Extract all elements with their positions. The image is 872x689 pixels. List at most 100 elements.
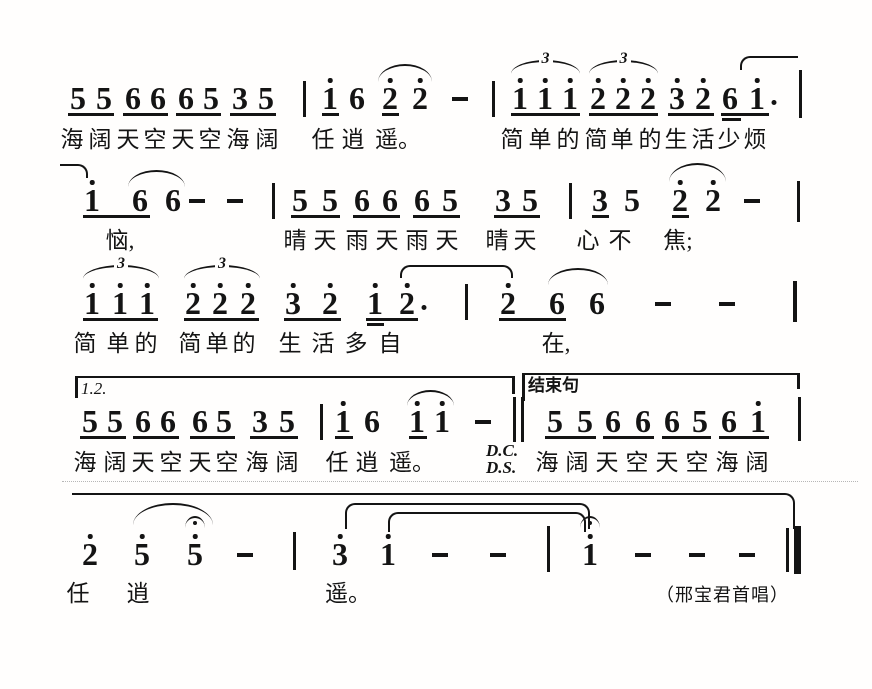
triplet-bracket: 3 <box>83 256 159 279</box>
lyric: 阔 <box>745 450 769 475</box>
octave-dot <box>89 180 95 185</box>
note-digit: 5 <box>203 80 219 116</box>
note-6: 6 <box>664 405 680 437</box>
lyric: 空 <box>143 127 167 152</box>
note-1: 1 <box>84 180 100 218</box>
note-digit: 1 <box>367 285 383 321</box>
note-5: 5 <box>258 80 274 116</box>
lyric: 阔 <box>565 450 589 475</box>
note-digit: 1 <box>750 403 766 439</box>
lyric: 海 <box>73 450 97 475</box>
note-6: 6 <box>349 82 365 114</box>
note-1: 1 <box>84 283 100 319</box>
duration-dash <box>635 553 651 557</box>
note-1: 1 <box>335 401 351 437</box>
beam-underline <box>499 318 566 321</box>
note-digit: 1 <box>582 536 598 572</box>
octave-dot <box>192 534 198 539</box>
beam-underline <box>80 436 126 439</box>
note-1: 1 <box>580 516 600 572</box>
note-2: 2 <box>412 78 428 114</box>
lyric: 天 <box>655 450 679 475</box>
tie-line <box>400 265 465 278</box>
note-digit: 3 <box>669 80 685 116</box>
lyric: 天 <box>313 228 337 253</box>
triplet-number: 3 <box>616 51 631 67</box>
lyric: 活 <box>691 127 715 152</box>
barline <box>521 397 524 442</box>
note-5: 5 <box>322 184 338 216</box>
note-5: 5 <box>185 516 205 570</box>
ending-left-tick <box>522 375 525 401</box>
note-5: 5 <box>216 405 232 437</box>
octave-dot <box>87 534 93 539</box>
note-digit: 1 <box>112 285 128 321</box>
barline <box>786 528 789 572</box>
slur <box>407 390 454 406</box>
beam-underline <box>367 323 384 326</box>
duration-dash <box>689 553 705 557</box>
lyric: 简 <box>584 127 608 152</box>
note-digit: 5 <box>258 80 274 116</box>
barline <box>303 81 306 117</box>
note-3: 3 <box>592 184 608 216</box>
beam-underline <box>83 215 150 218</box>
note-digit: 2 <box>399 285 415 321</box>
note-5: 5 <box>279 405 295 437</box>
note-digit: 2 <box>212 285 228 321</box>
octave-dot <box>754 78 760 83</box>
note-5: 5 <box>442 184 458 216</box>
note-1: 1 <box>562 78 578 116</box>
beam-underline <box>592 215 609 218</box>
lyric: 生 <box>664 127 688 152</box>
note-digit: 1 <box>749 80 765 116</box>
lyric: 阔 <box>255 127 279 152</box>
note-2: 2 <box>695 78 711 116</box>
slur <box>669 163 726 182</box>
octave-dot <box>372 283 378 288</box>
note-digit: 6 <box>549 285 565 321</box>
lyric: 逍 <box>341 127 365 152</box>
note-digit: 2 <box>590 80 606 116</box>
note-digit: 6 <box>605 403 621 439</box>
beam-underline <box>133 436 179 439</box>
note-digit: 1 <box>139 285 155 321</box>
beam-underline <box>366 318 418 321</box>
note-2: 2 <box>500 283 516 321</box>
augmentation-dot <box>421 305 427 310</box>
da-capo-mark: D.C. <box>486 441 519 460</box>
note-digit: 2 <box>695 80 711 116</box>
beam-underline <box>291 215 340 218</box>
beam-underline <box>335 436 353 439</box>
triplet-bracket: 3 <box>589 51 658 74</box>
beam-underline <box>382 113 399 116</box>
barline <box>272 183 275 219</box>
duration-dash <box>452 97 468 101</box>
note-digit: 2 <box>500 285 516 321</box>
note-3: 3 <box>232 82 248 114</box>
beam-underline <box>719 436 769 439</box>
note-digit: 2 <box>615 80 631 116</box>
note-digit: 6 <box>364 403 380 439</box>
duration-dash <box>189 199 205 203</box>
lyric: 雨 <box>345 228 369 253</box>
octave-dot <box>337 534 343 539</box>
note-6: 6 <box>549 285 565 321</box>
barline <box>797 181 800 222</box>
lyric: 天 <box>375 228 399 253</box>
beam-underline <box>589 113 658 116</box>
note-digit: 1 <box>562 80 578 116</box>
octave-dot <box>587 534 593 539</box>
lyric: 简 <box>178 331 202 356</box>
lyric: 阔 <box>88 127 112 152</box>
note-digit: 5 <box>107 403 123 439</box>
lyric: 烦 <box>743 127 767 152</box>
note-6: 6 <box>160 405 176 437</box>
duration-dash <box>744 199 760 203</box>
note-digit: 5 <box>70 80 86 116</box>
note-digit: 5 <box>624 182 640 218</box>
lyric: 空 <box>159 450 183 475</box>
lyric: 雨 <box>405 228 429 253</box>
lyric: 单 <box>528 127 552 152</box>
note-digit: 1 <box>84 182 100 218</box>
